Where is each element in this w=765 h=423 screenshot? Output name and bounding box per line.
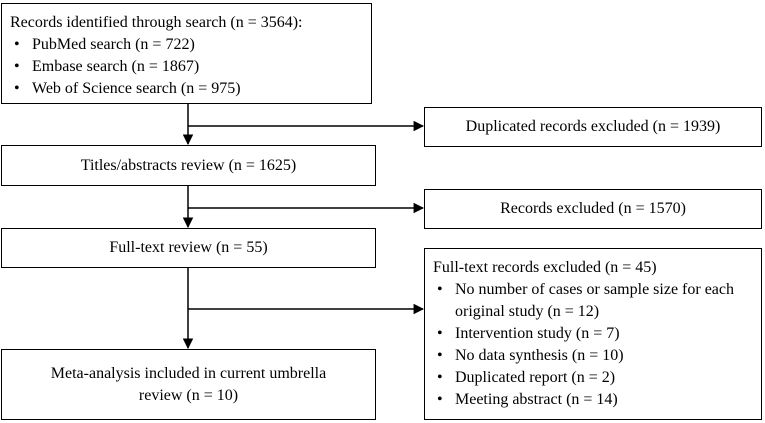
list-item: PubMed search (n = 722) [10,34,363,56]
included-label: Meta-analysis included in current umbrel… [50,364,327,404]
duplicates-excluded-label: Duplicated records excluded (n = 1939) [465,118,721,135]
duplicates-excluded-box: Duplicated records excluded (n = 1939) [424,107,762,147]
included-box: Meta-analysis included in current umbrel… [1,349,376,420]
records-excluded-label: Records excluded (n = 1570) [500,200,686,217]
screening-label: Titles/abstracts review (n = 1625) [80,156,297,174]
screening-box: Titles/abstracts review (n = 1625) [1,145,376,186]
full-text-excluded-list: No number of cases or sample size for ea… [433,279,753,411]
list-item: Intervention study (n = 7) [433,323,753,345]
list-item: Duplicated report (n = 2) [433,367,753,389]
list-item: Meeting abstract (n = 14) [433,389,753,411]
records-excluded-box: Records excluded (n = 1570) [424,189,762,229]
list-item: Web of Science search (n = 975) [10,78,363,100]
identification-list: PubMed search (n = 722) Embase search (n… [10,34,363,100]
full-text-review-box: Full-text review (n = 55) [1,228,376,268]
identification-box: Records identified through search (n = 3… [1,3,372,104]
full-text-excluded-title: Full-text records excluded (n = 45) [433,259,657,276]
list-item: No data synthesis (n = 10) [433,345,753,367]
full-text-review-label: Full-text review (n = 55) [109,239,268,256]
identification-title: Records identified through search (n = 3… [10,14,303,31]
full-text-excluded-box: Full-text records excluded (n = 45) No n… [424,248,762,420]
list-item: No number of cases or sample size for ea… [433,279,753,323]
list-item: Embase search (n = 1867) [10,56,363,78]
